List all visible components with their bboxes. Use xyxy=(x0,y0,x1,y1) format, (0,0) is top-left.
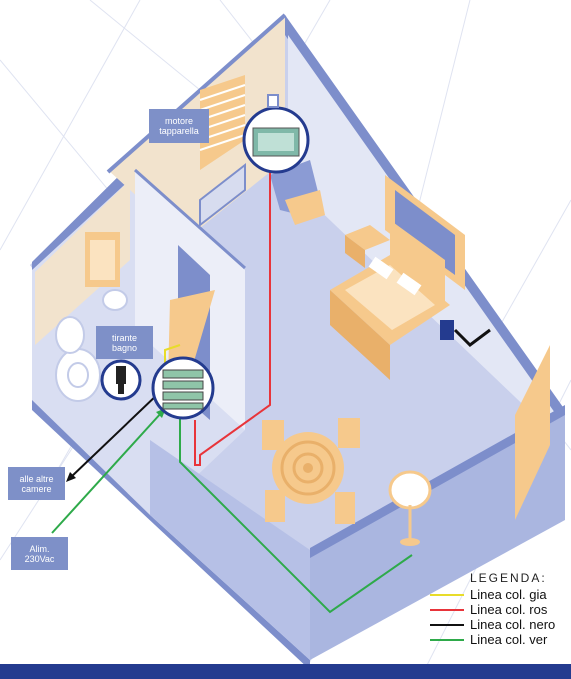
wall-thermostat xyxy=(267,94,279,108)
bathroom-fixtures xyxy=(55,232,128,402)
dining-table xyxy=(262,418,360,524)
control-unit-detail xyxy=(151,356,215,420)
tv-set xyxy=(270,160,325,225)
bed xyxy=(330,220,450,380)
nightstand xyxy=(345,225,390,250)
label-line: tapparella xyxy=(159,126,199,136)
label-line: alle altre xyxy=(19,473,54,484)
legend-item-black: Linea col. nero xyxy=(430,617,571,632)
entrance-door xyxy=(515,345,550,520)
bathroom-pullcord-detail xyxy=(100,359,142,401)
black-wire xyxy=(69,391,161,479)
label-motore-tapparella: motore tapparella xyxy=(149,109,209,143)
legend-label: Linea col. nero xyxy=(470,617,556,632)
green-wire xyxy=(179,415,413,614)
room-control-panel-detail xyxy=(242,106,310,174)
label-tirante-bagno: tirante bagno xyxy=(96,326,153,359)
label-line: camere xyxy=(21,483,52,494)
legend-label: Linea col. gia xyxy=(470,587,547,602)
bottom-bar xyxy=(0,664,571,679)
legend-item-red: Linea col. ros xyxy=(430,602,571,617)
floor-lamp xyxy=(388,470,432,546)
legend-item-yellow: Linea col. gia xyxy=(430,587,571,602)
label-line: motore xyxy=(164,116,193,126)
green-wire-feed xyxy=(51,411,163,534)
legend-title: LEGENDA: xyxy=(470,571,547,585)
legend-swatch-black xyxy=(430,623,464,626)
red-wire xyxy=(194,165,271,466)
front-right-wall xyxy=(310,410,565,660)
legend-label: Linea col. ros xyxy=(470,602,548,617)
legend-swatch-green xyxy=(430,638,464,641)
label-line: 230Vac xyxy=(24,553,55,564)
label-line: Alim. xyxy=(29,543,50,554)
label-line: bagno xyxy=(111,342,138,353)
radiator xyxy=(199,162,246,228)
legend-label: Linea col. ver xyxy=(470,632,548,647)
legend-item-green: Linea col. ver xyxy=(430,632,571,647)
legend: LEGENDA: Linea col. gia Linea col. ros L… xyxy=(430,571,571,659)
keycard-reader xyxy=(440,320,491,347)
bathroom-wall xyxy=(35,180,130,345)
label-line: tirante xyxy=(111,332,137,343)
legend-swatch-red xyxy=(430,608,464,611)
label-alle-altre-camere: alle altre camere xyxy=(8,467,65,500)
legend-swatch-yellow xyxy=(430,593,464,596)
label-alimentazione: Alim. 230Vac xyxy=(11,537,68,570)
